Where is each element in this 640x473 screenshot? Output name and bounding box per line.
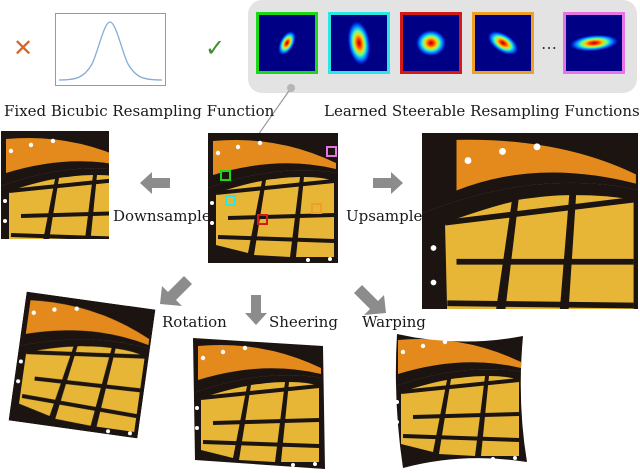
bicubic-curve bbox=[58, 21, 163, 81]
fixed-caption: Fixed Bicubic Resampling Function bbox=[4, 102, 275, 120]
arrow-down-right bbox=[354, 283, 388, 317]
patch-marker-green bbox=[220, 170, 231, 181]
rotated-image bbox=[8, 291, 156, 439]
kernel-magenta bbox=[563, 12, 625, 74]
kernel-ellipsis: … bbox=[541, 34, 557, 53]
patch-marker-orange bbox=[311, 203, 322, 214]
patch-marker-magenta bbox=[326, 146, 337, 157]
kernel-green bbox=[256, 12, 318, 74]
arrow-down bbox=[245, 295, 267, 325]
label-rotation: Rotation bbox=[162, 313, 227, 331]
kernel-tray: … bbox=[248, 0, 637, 93]
kernel-orange bbox=[472, 12, 534, 74]
patch-marker-red bbox=[257, 214, 268, 225]
bicubic-curve-plot bbox=[55, 13, 166, 86]
label-downsample: Downsample bbox=[113, 207, 211, 225]
arrow-right bbox=[373, 172, 403, 194]
arrow-down-left bbox=[160, 274, 194, 308]
upsampled-image bbox=[422, 133, 638, 309]
kernel-cyan bbox=[328, 12, 390, 74]
sheared-image bbox=[193, 338, 325, 469]
input-image bbox=[208, 133, 338, 263]
label-sheering: Sheering bbox=[269, 313, 338, 331]
learned-caption: Learned Steerable Resampling Functions bbox=[324, 102, 640, 120]
label-upsample: Upsample bbox=[346, 207, 423, 225]
label-warping: Warping bbox=[362, 313, 426, 331]
warped-image bbox=[393, 332, 529, 469]
cross-icon: ✕ bbox=[13, 34, 34, 62]
patch-marker-cyan bbox=[225, 195, 236, 206]
check-icon: ✓ bbox=[205, 34, 226, 62]
arrow-left bbox=[140, 172, 170, 194]
kernel-red bbox=[400, 12, 462, 74]
downsampled-image bbox=[1, 131, 109, 239]
